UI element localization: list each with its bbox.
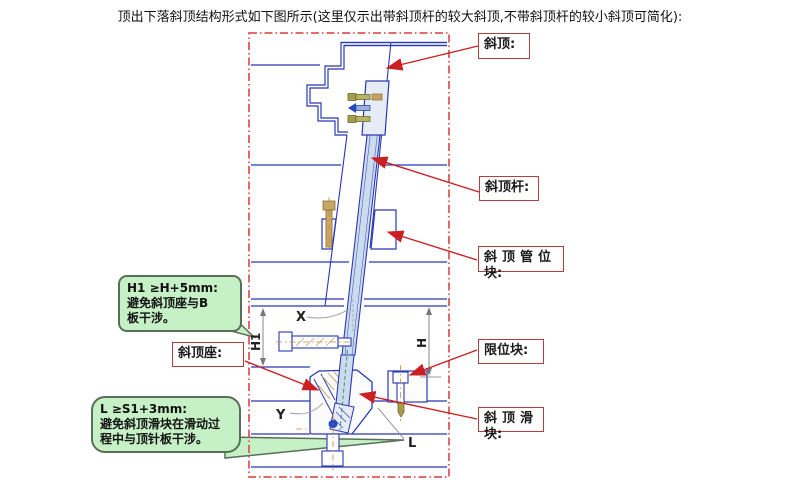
page-title: 顶出下落斜顶结构形式如下图所示(这里仅示出带斜顶杆的较大斜顶,不带斜顶杆的较小斜… (117, 10, 683, 25)
note-h1-rule: H1 ≥H+5mm: 避免斜顶座与B 板干涉。 (118, 275, 242, 332)
angle-y: Y (275, 402, 324, 423)
dim-y-text: Y (275, 408, 286, 423)
leader-lifter-seat (244, 360, 320, 391)
dim-l: L (377, 407, 416, 451)
leader-lifter (385, 45, 479, 71)
leader-guide-block (386, 230, 478, 261)
label-lifter-rod: 斜顶杆: (479, 176, 539, 201)
slider-block (309, 349, 373, 435)
angle-x: X (296, 299, 354, 331)
limit-block (387, 365, 428, 421)
note-l-title: L ≥S1+3mm: (100, 402, 188, 416)
label-lifter-seat: 斜顶座: (172, 342, 244, 367)
dim-l-text: L (408, 436, 416, 451)
note-tail-l (224, 436, 405, 459)
dimension-h: H (415, 307, 441, 378)
dimension-h1: H1 (249, 308, 267, 366)
dim-h1-text: H1 (249, 333, 263, 351)
leader-lifter-rod (370, 156, 480, 193)
note-h1-title: H1 ≥H+5mm: (127, 281, 218, 295)
red-leaders (244, 45, 480, 420)
label-guide-block: 斜顶管位 块: (478, 246, 564, 281)
blue-diamond-marker (348, 103, 356, 113)
note-l-rule: L ≥S1+3mm: 避免斜顶滑块在滑动过 程中与顶针板干涉。 (91, 396, 241, 453)
detail-border (248, 32, 450, 478)
dim-h-text: H (415, 338, 429, 348)
guide-block (321, 197, 397, 252)
label-lifter-slide: 斜顶滑 块: (478, 407, 544, 442)
lifter-screws (347, 93, 383, 123)
label-lifter: 斜顶: (478, 33, 530, 59)
bottom-bolt (296, 414, 344, 470)
label-limit-block: 限位块: (478, 339, 544, 364)
leader-lifter-slide (358, 391, 478, 420)
leader-limit-block (408, 349, 478, 376)
molded-part-contour (306, 41, 447, 136)
seat-bolt (276, 331, 354, 352)
dim-x-text: X (296, 310, 306, 325)
